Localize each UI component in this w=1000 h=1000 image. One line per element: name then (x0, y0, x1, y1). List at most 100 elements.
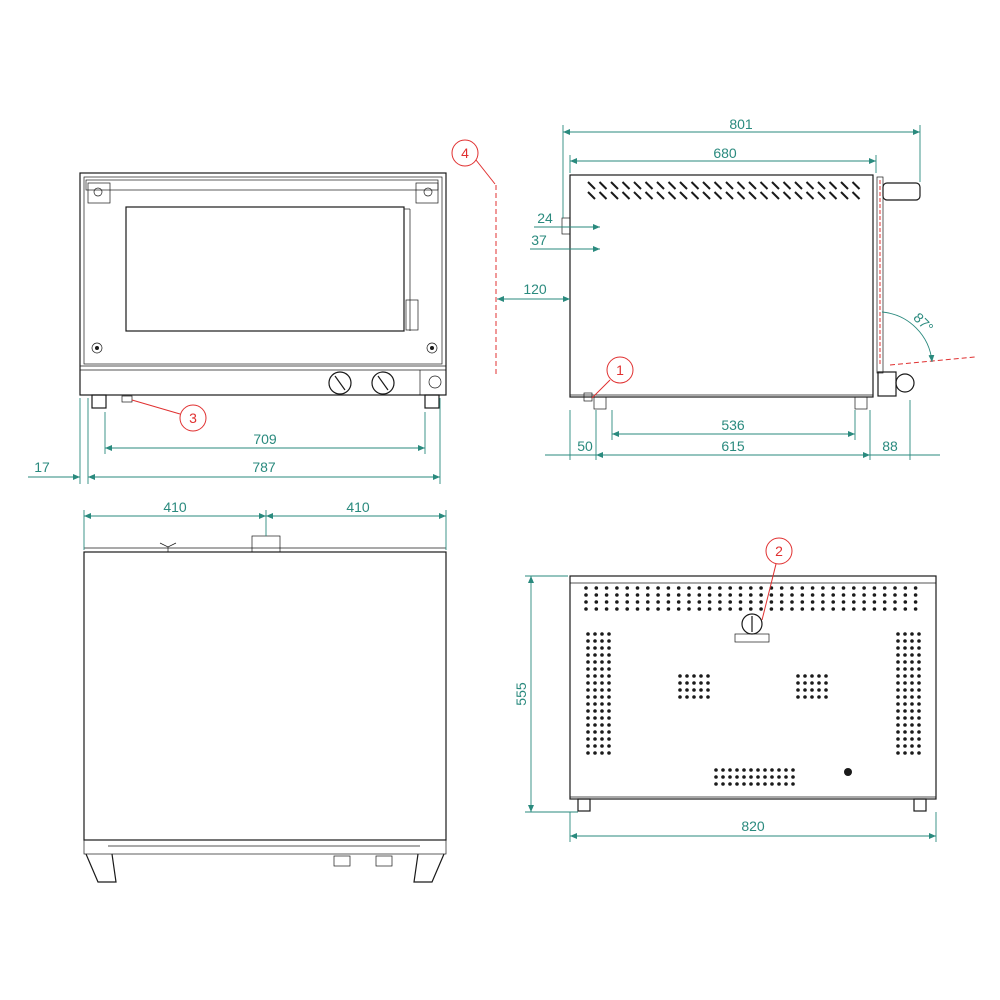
vent-hole (635, 607, 640, 611)
vent-hole (903, 600, 908, 604)
vent-slot (840, 191, 849, 200)
vent-hole (676, 593, 681, 597)
side-foot-rear (593, 396, 607, 410)
hinge-right (415, 182, 439, 204)
front-outline (79, 172, 447, 396)
side-knob (895, 373, 915, 393)
vent-hole (607, 667, 611, 671)
vent-hole (635, 593, 640, 597)
vent-slot (667, 181, 677, 190)
vent-hole (821, 600, 825, 604)
vent-hole (600, 716, 604, 720)
vent-slot (633, 181, 642, 190)
vent-hole (917, 667, 921, 671)
vent-hole (779, 600, 784, 604)
vent-hole (656, 600, 660, 604)
vent-hole (593, 709, 597, 713)
vent-hole (917, 646, 921, 650)
vent-hole (707, 607, 712, 611)
vent-hole (586, 709, 590, 713)
vent-hole (872, 600, 877, 604)
callout-1-label: 1 (616, 362, 624, 378)
vent-hole (903, 646, 907, 650)
vent-hole (742, 775, 746, 779)
vent-hole (656, 586, 660, 590)
vent-hole (749, 782, 753, 786)
vent-hole (586, 723, 590, 727)
vent-hole (735, 775, 739, 779)
door-screw-right (426, 342, 438, 354)
vent-hole (810, 688, 814, 692)
vent-hole (607, 737, 611, 741)
vent-hole (707, 593, 712, 597)
vent-hole (721, 775, 725, 779)
vent-hole (779, 586, 784, 590)
vent-hole (728, 586, 732, 590)
vent-hole (678, 695, 682, 699)
side-drain (583, 392, 593, 402)
vent-hole (707, 600, 712, 604)
vent-hole (607, 702, 611, 706)
vent-hole (593, 653, 597, 657)
vent-hole (666, 586, 671, 590)
vent-hole (913, 586, 918, 590)
dim-410-right-label: 410 (346, 499, 370, 515)
vent-hole (718, 593, 722, 597)
knob-right-pointer (377, 375, 389, 391)
knob-left-pointer (334, 375, 346, 391)
vent-hole (706, 688, 710, 692)
door-handle (882, 182, 921, 201)
vent-hole (882, 593, 887, 597)
callout-1-leader (591, 379, 611, 399)
vent-hole (604, 586, 609, 590)
vent-hole (699, 681, 703, 685)
vent-hole (699, 674, 703, 678)
vent-hole (910, 632, 914, 636)
vent-hole (685, 695, 689, 699)
vent-hole (810, 607, 815, 611)
vent-hole (678, 688, 682, 692)
rear-foot-right (913, 798, 927, 812)
vent-hole (896, 639, 900, 643)
vent-hole (666, 607, 671, 611)
vent-hole (586, 688, 590, 692)
vent-hole (604, 607, 609, 611)
vent-hole (903, 737, 907, 741)
vent-hole (749, 607, 753, 611)
vent-hole (903, 632, 907, 636)
vent-hole (635, 586, 640, 590)
vent-hole (903, 639, 907, 643)
vent-hole (615, 607, 619, 611)
brand-logo-mark (405, 299, 419, 331)
top-wing-nut (159, 542, 177, 552)
vent-hole (903, 607, 908, 611)
vent-hole (769, 593, 774, 597)
vent-hole (697, 600, 702, 604)
vent-hole (862, 586, 866, 590)
vent-hole (791, 768, 795, 772)
dim-88-label: 88 (882, 438, 898, 454)
vent-hole (790, 593, 794, 597)
vent-slot (644, 181, 654, 190)
rear-dimensions: 555 820 (513, 575, 937, 842)
vent-hole (882, 600, 887, 604)
vent-hole (586, 639, 590, 643)
vent-hole (903, 723, 907, 727)
vent-hole (607, 681, 611, 685)
vent-hole (917, 639, 921, 643)
vent-hole (770, 768, 774, 772)
vent-hole (706, 681, 710, 685)
vent-hole (896, 751, 900, 755)
vent-hole (910, 660, 914, 664)
vent-hole (917, 653, 921, 657)
vent-hole (728, 775, 732, 779)
vent-hole (777, 775, 781, 779)
vent-hole (721, 782, 725, 786)
vent-hole (759, 600, 763, 604)
vent-hole (666, 593, 671, 597)
vent-hole (593, 702, 597, 706)
vent-hole (903, 702, 907, 706)
vent-hole (600, 688, 604, 692)
vent-hole (600, 632, 604, 636)
